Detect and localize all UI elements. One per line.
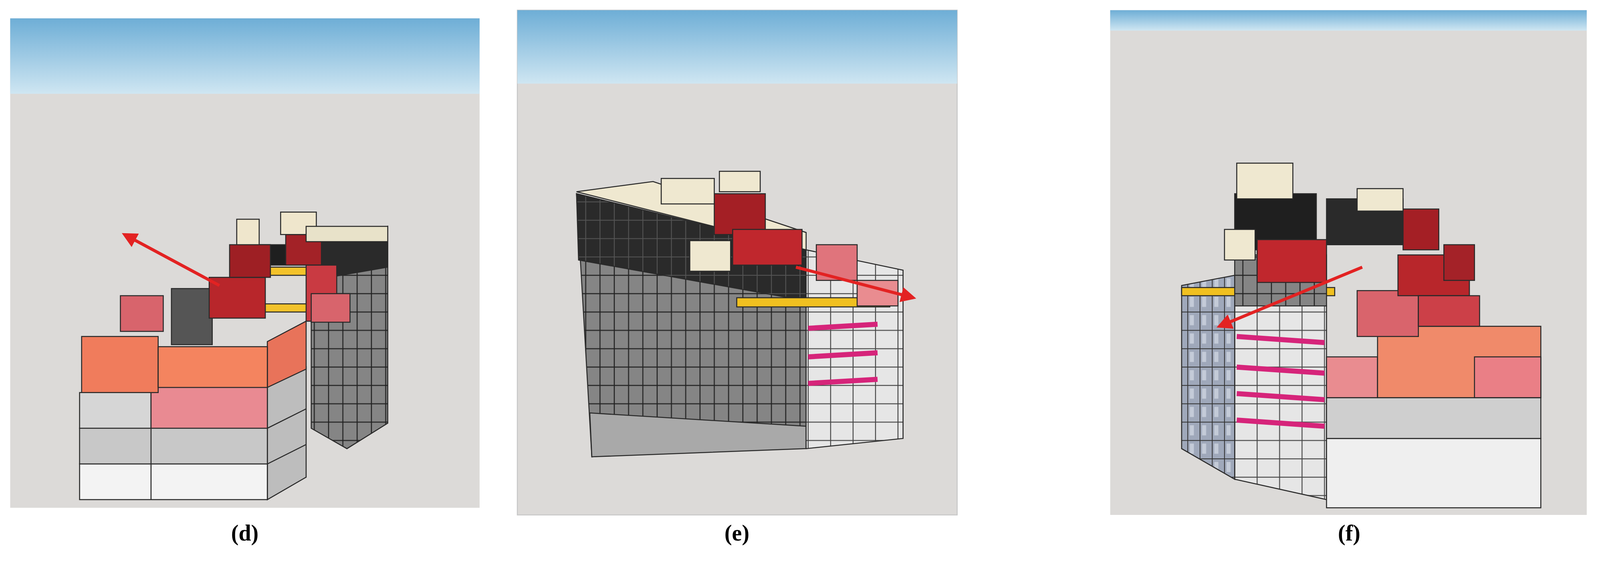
roof-box: [689, 240, 731, 272]
balcony-strip: [1236, 393, 1325, 400]
grey-block: [171, 288, 213, 345]
floor-block: [1326, 397, 1542, 439]
front-face: [1234, 295, 1327, 500]
ground: [1110, 10, 1587, 515]
ground: [10, 18, 480, 508]
balcony-strip: [1236, 367, 1325, 374]
panel-f-rendering: [1110, 10, 1587, 515]
floor-block: [79, 392, 152, 429]
floor-line: [267, 408, 307, 428]
side-block: [267, 321, 307, 388]
red-block: [1403, 209, 1439, 251]
roof-box: [1236, 163, 1293, 199]
panel-label: (d): [231, 520, 259, 546]
roof-box: [306, 226, 388, 242]
orange-block: [81, 336, 159, 393]
main-facade: [576, 193, 807, 457]
glass-side: [1181, 275, 1235, 480]
view-arrow: [1219, 267, 1363, 327]
balcony-strip: [808, 379, 878, 384]
sky: [10, 18, 480, 94]
balcony-strip: [808, 324, 878, 329]
roof-box: [236, 219, 260, 245]
side-face: [267, 367, 307, 500]
red-block: [1418, 295, 1480, 327]
sky: [1110, 10, 1587, 31]
ground-floor: [589, 413, 807, 457]
floor-line: [267, 444, 307, 464]
balcony-strip: [1236, 419, 1325, 426]
red-block: [714, 193, 766, 235]
yellow-strip: [260, 303, 311, 312]
red-block: [229, 244, 271, 278]
pink-block: [1474, 357, 1542, 398]
roof-box: [1357, 188, 1404, 212]
floor-block: [1326, 438, 1542, 508]
ground: [517, 10, 958, 515]
balcony-strip: [1236, 336, 1325, 343]
red-block: [732, 229, 802, 266]
pink-block: [311, 293, 351, 323]
floor-block: [151, 385, 268, 429]
panel-label: (f): [1337, 520, 1361, 546]
panel-d-rendering: [10, 18, 480, 508]
panel-label: (e): [724, 520, 750, 546]
pink-block: [1326, 357, 1378, 398]
red-block: [1443, 244, 1475, 281]
roof-box: [719, 171, 761, 192]
view-arrow: [795, 267, 914, 298]
pink-block: [1357, 290, 1419, 337]
panel-e-rendering: [517, 10, 958, 515]
glass-tower: [311, 226, 388, 449]
red-block: [1256, 239, 1327, 283]
floor-block: [79, 428, 268, 465]
sky: [517, 10, 958, 84]
roof-box: [1224, 229, 1255, 261]
floor-block: [79, 464, 268, 500]
balcony-strip: [808, 352, 878, 357]
block-edge: [150, 428, 152, 500]
pink-block: [120, 295, 164, 332]
orange-block: [158, 346, 268, 388]
roof-box: [661, 178, 715, 204]
view-arrow: [124, 234, 220, 286]
